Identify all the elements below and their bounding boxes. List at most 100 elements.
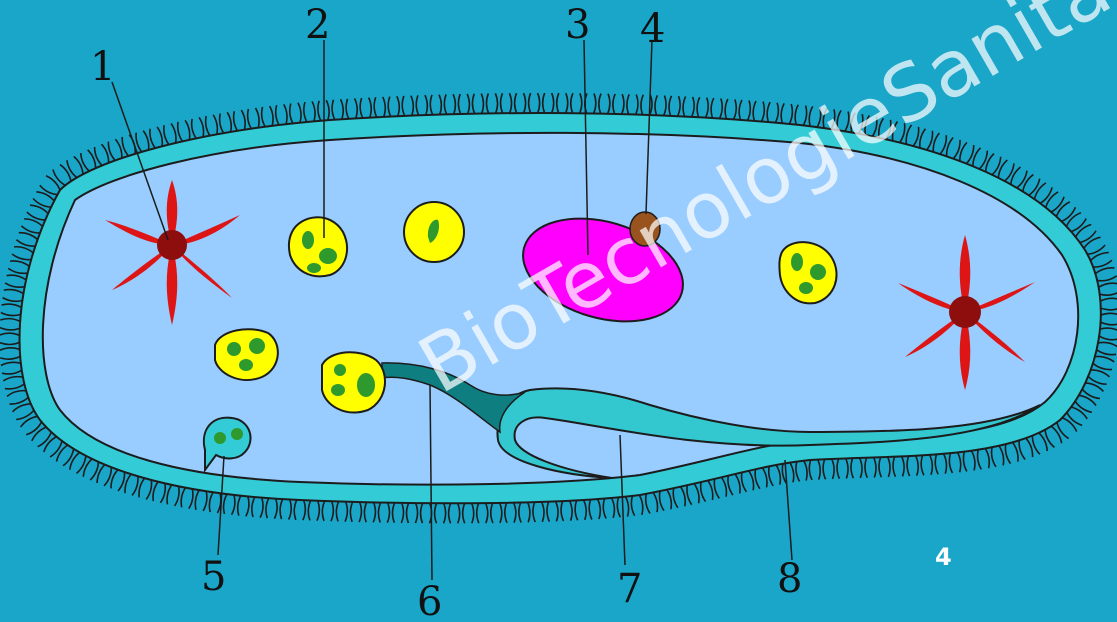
cilium bbox=[444, 94, 446, 114]
cilium bbox=[501, 93, 503, 113]
cilium bbox=[893, 457, 895, 477]
cilium bbox=[401, 503, 403, 523]
cilium bbox=[902, 456, 904, 476]
cilium bbox=[865, 458, 867, 478]
food-vacuole bbox=[215, 329, 278, 380]
cilium bbox=[298, 103, 301, 123]
cilium bbox=[608, 94, 610, 114]
cilium bbox=[747, 100, 750, 120]
cilium bbox=[0, 356, 20, 359]
cilium bbox=[566, 93, 568, 113]
cilium bbox=[1099, 336, 1117, 340]
cilium bbox=[708, 481, 713, 500]
cilium bbox=[678, 96, 681, 116]
cilium bbox=[1061, 207, 1075, 221]
cilium bbox=[486, 93, 488, 113]
slide-number: 4 bbox=[935, 543, 952, 571]
cilium bbox=[687, 485, 692, 505]
cilium bbox=[762, 468, 767, 488]
cilium bbox=[308, 500, 310, 520]
cilium bbox=[108, 142, 115, 161]
cilium bbox=[1026, 438, 1033, 457]
cilium bbox=[639, 495, 642, 515]
cilium bbox=[101, 144, 108, 163]
cilium bbox=[940, 135, 946, 154]
cilium bbox=[1098, 342, 1117, 346]
cilium bbox=[331, 501, 333, 521]
cilium bbox=[1032, 436, 1039, 455]
cilium bbox=[345, 502, 347, 522]
cilium bbox=[1040, 187, 1052, 203]
cilium bbox=[694, 484, 699, 503]
cilium bbox=[947, 137, 954, 156]
cilium bbox=[0, 319, 20, 322]
cilium bbox=[617, 497, 620, 517]
cilium bbox=[622, 94, 624, 114]
cilium bbox=[769, 466, 773, 486]
cilium bbox=[416, 95, 418, 115]
cilium bbox=[971, 451, 975, 471]
cilium bbox=[10, 261, 29, 266]
cilium bbox=[248, 109, 252, 129]
cilium bbox=[458, 503, 460, 523]
cilium bbox=[1071, 218, 1086, 231]
cilium bbox=[953, 140, 960, 159]
cilium bbox=[599, 94, 601, 114]
cilium bbox=[669, 96, 671, 116]
cilium bbox=[5, 283, 25, 287]
cilium bbox=[561, 501, 563, 521]
cilium bbox=[543, 93, 545, 113]
cilium bbox=[957, 452, 960, 472]
cilium bbox=[111, 470, 118, 489]
cilium bbox=[547, 502, 549, 522]
cilium bbox=[519, 503, 521, 523]
cilium bbox=[776, 465, 780, 485]
cilium bbox=[50, 441, 62, 457]
cilium bbox=[631, 496, 634, 516]
cilium bbox=[359, 502, 361, 522]
cilium bbox=[1097, 276, 1116, 281]
cilium bbox=[960, 142, 967, 161]
cilium bbox=[270, 106, 273, 126]
cilium bbox=[612, 498, 615, 518]
cilium bbox=[725, 99, 728, 119]
cilium bbox=[721, 477, 726, 496]
cilium bbox=[1071, 407, 1087, 419]
cilium bbox=[136, 133, 142, 152]
cilium bbox=[796, 462, 800, 482]
cilium bbox=[153, 482, 158, 501]
cilium bbox=[673, 488, 678, 508]
cilium bbox=[360, 98, 363, 118]
cilium bbox=[467, 94, 469, 114]
cilium bbox=[364, 502, 366, 522]
label-2: 2 bbox=[305, 2, 330, 48]
food-vacuole bbox=[322, 352, 385, 412]
cilium bbox=[790, 463, 794, 483]
cilium bbox=[1095, 268, 1114, 274]
cilium bbox=[495, 93, 497, 113]
cilium bbox=[312, 101, 315, 121]
cilium bbox=[378, 503, 380, 523]
cilium bbox=[985, 448, 989, 468]
cilium bbox=[524, 93, 526, 113]
cilium bbox=[916, 456, 919, 476]
cilium bbox=[571, 93, 573, 113]
cilium bbox=[12, 404, 30, 412]
cilium bbox=[160, 483, 165, 502]
cilium bbox=[714, 479, 719, 498]
cilium bbox=[837, 459, 839, 479]
cilium bbox=[203, 491, 207, 511]
cilium bbox=[584, 500, 587, 520]
cilium bbox=[660, 491, 664, 511]
cilium bbox=[332, 100, 335, 120]
cilium bbox=[14, 247, 33, 253]
label-7: 7 bbox=[617, 566, 642, 612]
cilium bbox=[500, 503, 502, 523]
cilium bbox=[260, 498, 263, 518]
cilium bbox=[538, 93, 540, 113]
cilium bbox=[692, 97, 695, 117]
cilium bbox=[326, 100, 329, 120]
cilium bbox=[383, 97, 386, 117]
cilium bbox=[157, 127, 162, 146]
cilium bbox=[598, 499, 601, 519]
